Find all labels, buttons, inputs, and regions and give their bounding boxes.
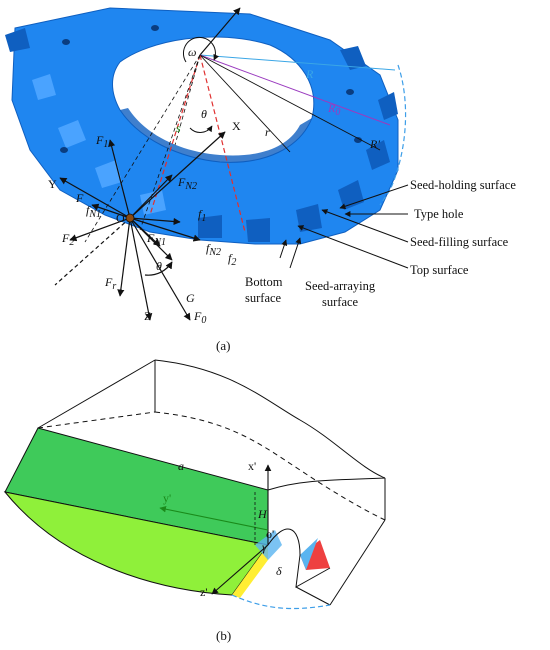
label-Fr: Fr bbox=[104, 275, 116, 292]
label-R-prime: R′ bbox=[369, 137, 380, 151]
label-theta: θ bbox=[201, 107, 207, 121]
label-omega: ω bbox=[188, 45, 196, 59]
label-delta: δ bbox=[276, 564, 282, 578]
label-z-prime: z' bbox=[200, 585, 208, 599]
label-F2: F2 bbox=[61, 231, 74, 248]
callout-seed-filling: Seed-filling surface bbox=[410, 235, 509, 249]
callout-seed-holding: Seed-holding surface bbox=[410, 178, 516, 192]
point-o bbox=[125, 213, 135, 223]
outer-radius-arc bbox=[379, 64, 407, 206]
notch-outline bbox=[267, 528, 331, 588]
z-axis bbox=[211, 544, 269, 595]
callout-leaders bbox=[279, 184, 409, 269]
label-gamma: γ bbox=[262, 540, 267, 554]
label-x-prime: x' bbox=[248, 459, 256, 473]
disc-teeth bbox=[5, 28, 398, 242]
box-outline bbox=[37, 359, 386, 606]
label-fN1: fN1 bbox=[86, 203, 101, 220]
label-theta0: θ bbox=[156, 259, 162, 273]
label-X: X bbox=[232, 119, 241, 133]
label-H: H bbox=[257, 507, 268, 521]
label-o-prime: o' bbox=[266, 527, 274, 541]
panel-a: ω θ s R R0 R′ r X Y Z O F F1 F2 FN1 FN2 … bbox=[5, 7, 516, 353]
label-FN2: FN2 bbox=[177, 175, 197, 192]
label-G: G bbox=[186, 291, 195, 305]
callout-bottom-surface-2: surface bbox=[245, 291, 282, 305]
box-curved-face bbox=[3, 491, 269, 596]
label-a: a bbox=[178, 459, 184, 473]
label-F: F bbox=[75, 191, 84, 205]
caption-a: (a) bbox=[216, 338, 230, 353]
label-f2: f2 bbox=[228, 251, 236, 268]
label-y-prime: y' bbox=[163, 491, 171, 505]
label-F1: F1 bbox=[95, 133, 108, 150]
label-Y: Y bbox=[48, 177, 57, 191]
callout-seed-arraying-2: surface bbox=[322, 295, 359, 309]
notch-triangle-blue bbox=[300, 538, 318, 570]
panel-b: a x' y' z' o' H γ δ (b) bbox=[3, 359, 386, 643]
callout-type-hole: Type hole bbox=[414, 207, 464, 221]
label-FN1: FN1 bbox=[146, 231, 166, 248]
label-s: s bbox=[176, 121, 181, 135]
label-r: r bbox=[265, 125, 270, 139]
label-R0: R0 bbox=[327, 101, 340, 118]
caption-b: (b) bbox=[216, 628, 231, 643]
disc-face-holes bbox=[60, 25, 362, 153]
box-yellow-strip bbox=[232, 545, 268, 598]
label-fN2: fN2 bbox=[206, 241, 221, 258]
label-F0: F0 bbox=[193, 309, 206, 326]
callout-seed-arraying-1: Seed-arraying bbox=[305, 279, 376, 293]
bottom-arc bbox=[231, 594, 331, 610]
force-vectors bbox=[54, 131, 226, 321]
label-O: O bbox=[116, 211, 125, 225]
label-f1: f1 bbox=[198, 207, 206, 224]
label-Z: Z bbox=[144, 309, 151, 323]
y-axis bbox=[159, 505, 269, 531]
callout-bottom-surface-1: Bottom bbox=[245, 275, 283, 289]
callout-top-surface: Top surface bbox=[410, 263, 469, 277]
label-R: R bbox=[305, 67, 314, 81]
